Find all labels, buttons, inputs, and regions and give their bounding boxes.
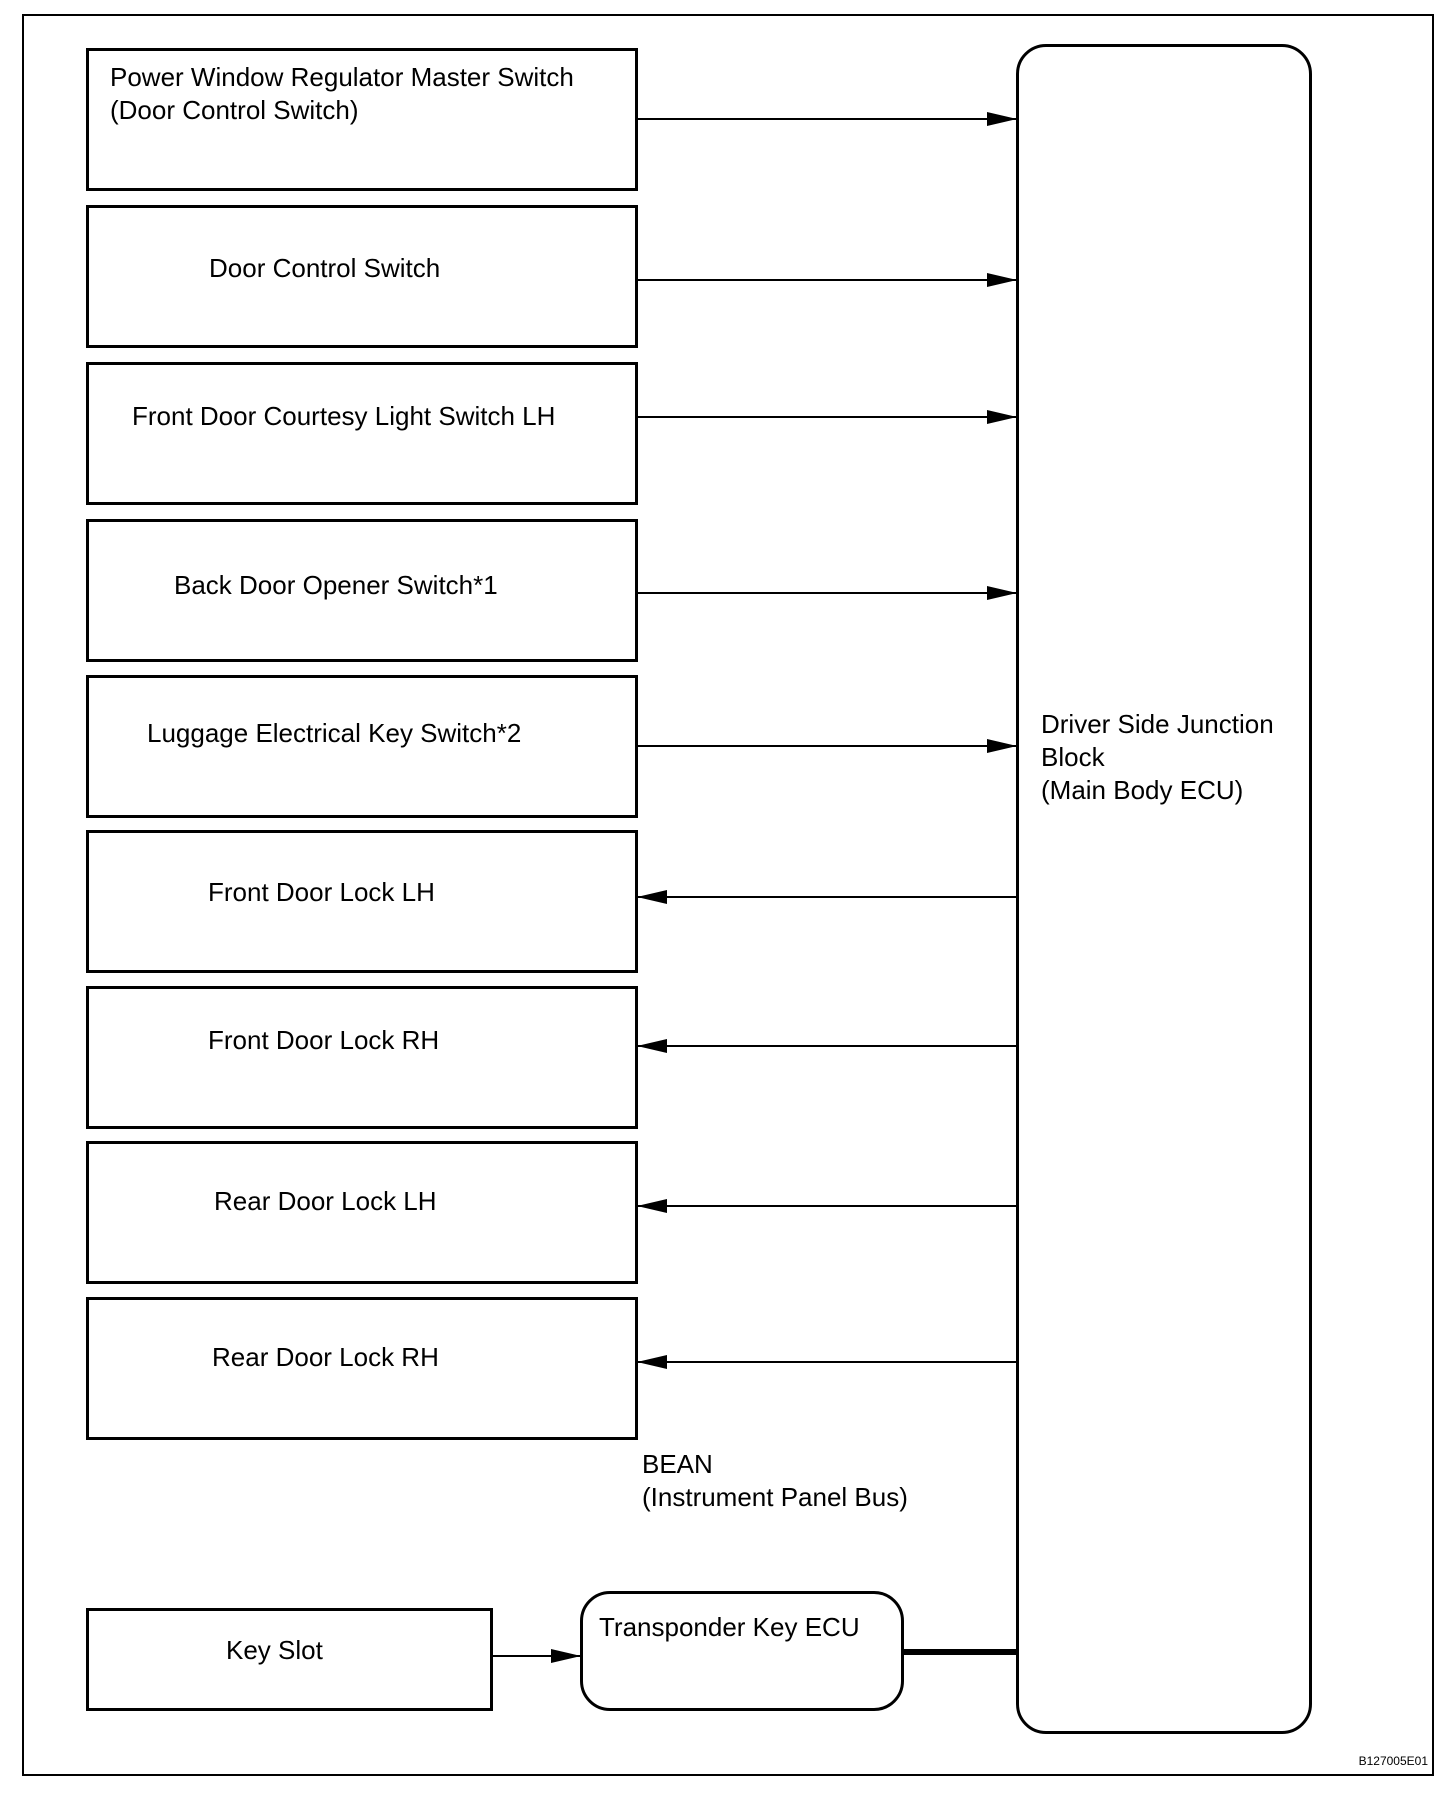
main-ecu-label-line3: (Main Body ECU): [1041, 775, 1244, 805]
door-control-switch-label: Door Control Switch: [209, 253, 441, 283]
main-ecu-label-line2: Block: [1041, 742, 1105, 772]
diagram-frame: [22, 14, 1434, 1776]
front-lock-rh-box: Front Door Lock RH: [86, 986, 638, 1129]
bean-bus-label-line2: (Instrument Panel Bus): [642, 1482, 908, 1512]
rear-lock-rh-box: Rear Door Lock RH: [86, 1297, 638, 1440]
key-slot-label: Key Slot: [226, 1635, 323, 1665]
front-lock-lh-box: Front Door Lock LH: [86, 830, 638, 973]
rear-lock-lh-box: Rear Door Lock LH: [86, 1141, 638, 1284]
rear-lock-rh-label: Rear Door Lock RH: [212, 1342, 439, 1372]
back-door-opener-label: Back Door Opener Switch*1: [174, 570, 498, 600]
rear-lock-lh-label: Rear Door Lock LH: [214, 1186, 437, 1216]
courtesy-switch-box: Front Door Courtesy Light Switch LH: [86, 362, 638, 505]
luggage-key-switch-label: Luggage Electrical Key Switch*2: [147, 718, 522, 748]
door-control-switch-box: Door Control Switch: [86, 205, 638, 348]
bean-bus-label-line1: BEAN: [642, 1449, 713, 1479]
front-lock-lh-label: Front Door Lock LH: [208, 877, 435, 907]
courtesy-switch-label: Front Door Courtesy Light Switch LH: [132, 401, 556, 431]
master-switch-label-line1: Power Window Regulator Master Switch: [110, 62, 574, 92]
back-door-opener-box: Back Door Opener Switch*1: [86, 519, 638, 662]
transponder-key-ecu-box: Transponder Key ECU: [580, 1591, 904, 1711]
luggage-key-switch-box: Luggage Electrical Key Switch*2: [86, 675, 638, 818]
transponder-key-ecu-label: Transponder Key ECU: [599, 1612, 860, 1642]
part-number: B127005E01: [1358, 1754, 1428, 1768]
front-lock-rh-label: Front Door Lock RH: [208, 1025, 440, 1055]
main-ecu-label-line1: Driver Side Junction: [1041, 709, 1274, 739]
main-body-ecu-box: Driver Side Junction Block (Main Body EC…: [1016, 44, 1312, 1734]
master-switch-box: Power Window Regulator Master Switch (Do…: [86, 48, 638, 191]
key-slot-box: Key Slot: [86, 1608, 493, 1711]
master-switch-label-line2: (Door Control Switch): [110, 95, 359, 125]
